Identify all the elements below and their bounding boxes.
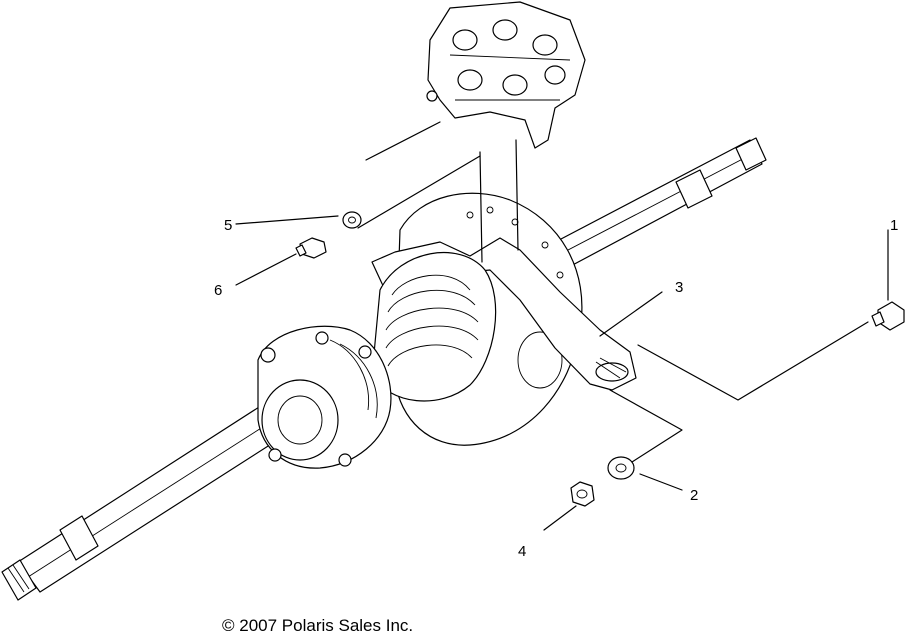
callout-3: 3 [675,279,683,296]
callout-1: 1 [890,217,898,234]
callout-6: 6 [214,282,222,299]
bolt-part-6 [295,237,327,259]
callout-labels: 1 2 3 4 5 6 [214,217,898,560]
rear-axle-shaft [1,137,767,601]
callout-2: 2 [690,487,698,504]
cv-boot-housing [371,251,497,402]
washer-part-5 [342,211,362,229]
bolt-part-1 [871,301,905,331]
callout-4: 4 [518,543,526,560]
brake-caliper [426,1,586,149]
differential-housing [257,325,392,469]
washer-part-2 [607,456,635,480]
nut-part-4 [570,481,595,507]
callout-5: 5 [224,217,232,234]
copyright-notice: © 2007 Polaris Sales Inc. [222,616,413,635]
leader-lines [235,121,889,531]
